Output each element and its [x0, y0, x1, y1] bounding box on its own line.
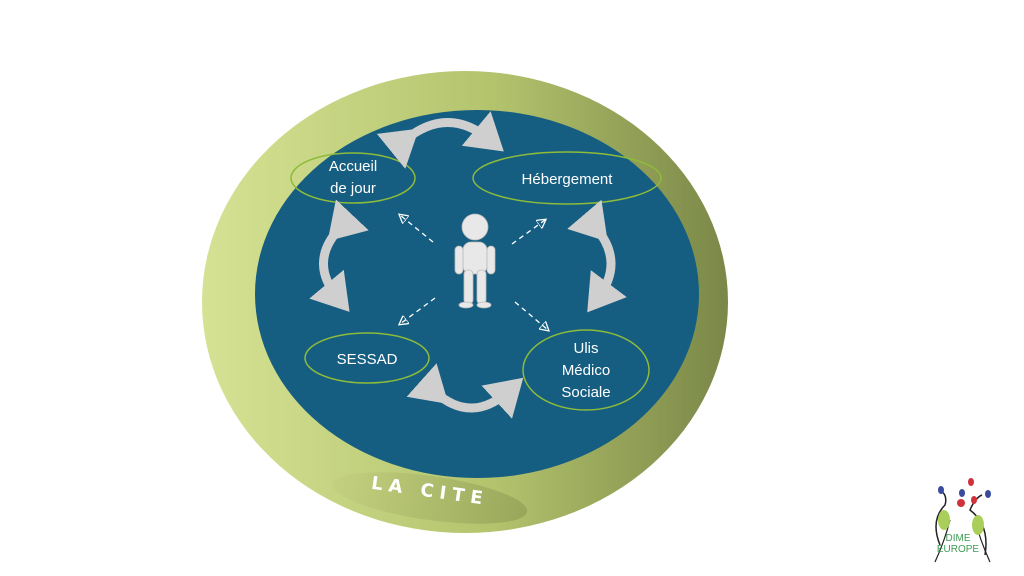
svg-text:Médico: Médico [562, 362, 610, 379]
node-hebergement: Hébergement [472, 151, 662, 205]
svg-text:de jour: de jour [330, 180, 376, 197]
svg-text:Ulis: Ulis [574, 340, 599, 357]
la-cite-band [332, 472, 528, 524]
svg-text:Accueil: Accueil [329, 158, 377, 175]
svg-text:Hébergement: Hébergement [522, 171, 614, 188]
node-sessad: SESSAD [304, 332, 430, 384]
svg-text:SESSAD: SESSAD [337, 351, 398, 368]
svg-text:DIME: DIME [946, 533, 971, 544]
svg-text:EUROPE: EUROPE [937, 544, 980, 555]
dashed-arrows [400, 215, 548, 330]
cycle-arrows [309, 111, 627, 419]
dime-europe-logo: DIME EUROPE [934, 478, 991, 563]
svg-text:Sociale: Sociale [561, 384, 610, 401]
person-icon [454, 213, 496, 309]
